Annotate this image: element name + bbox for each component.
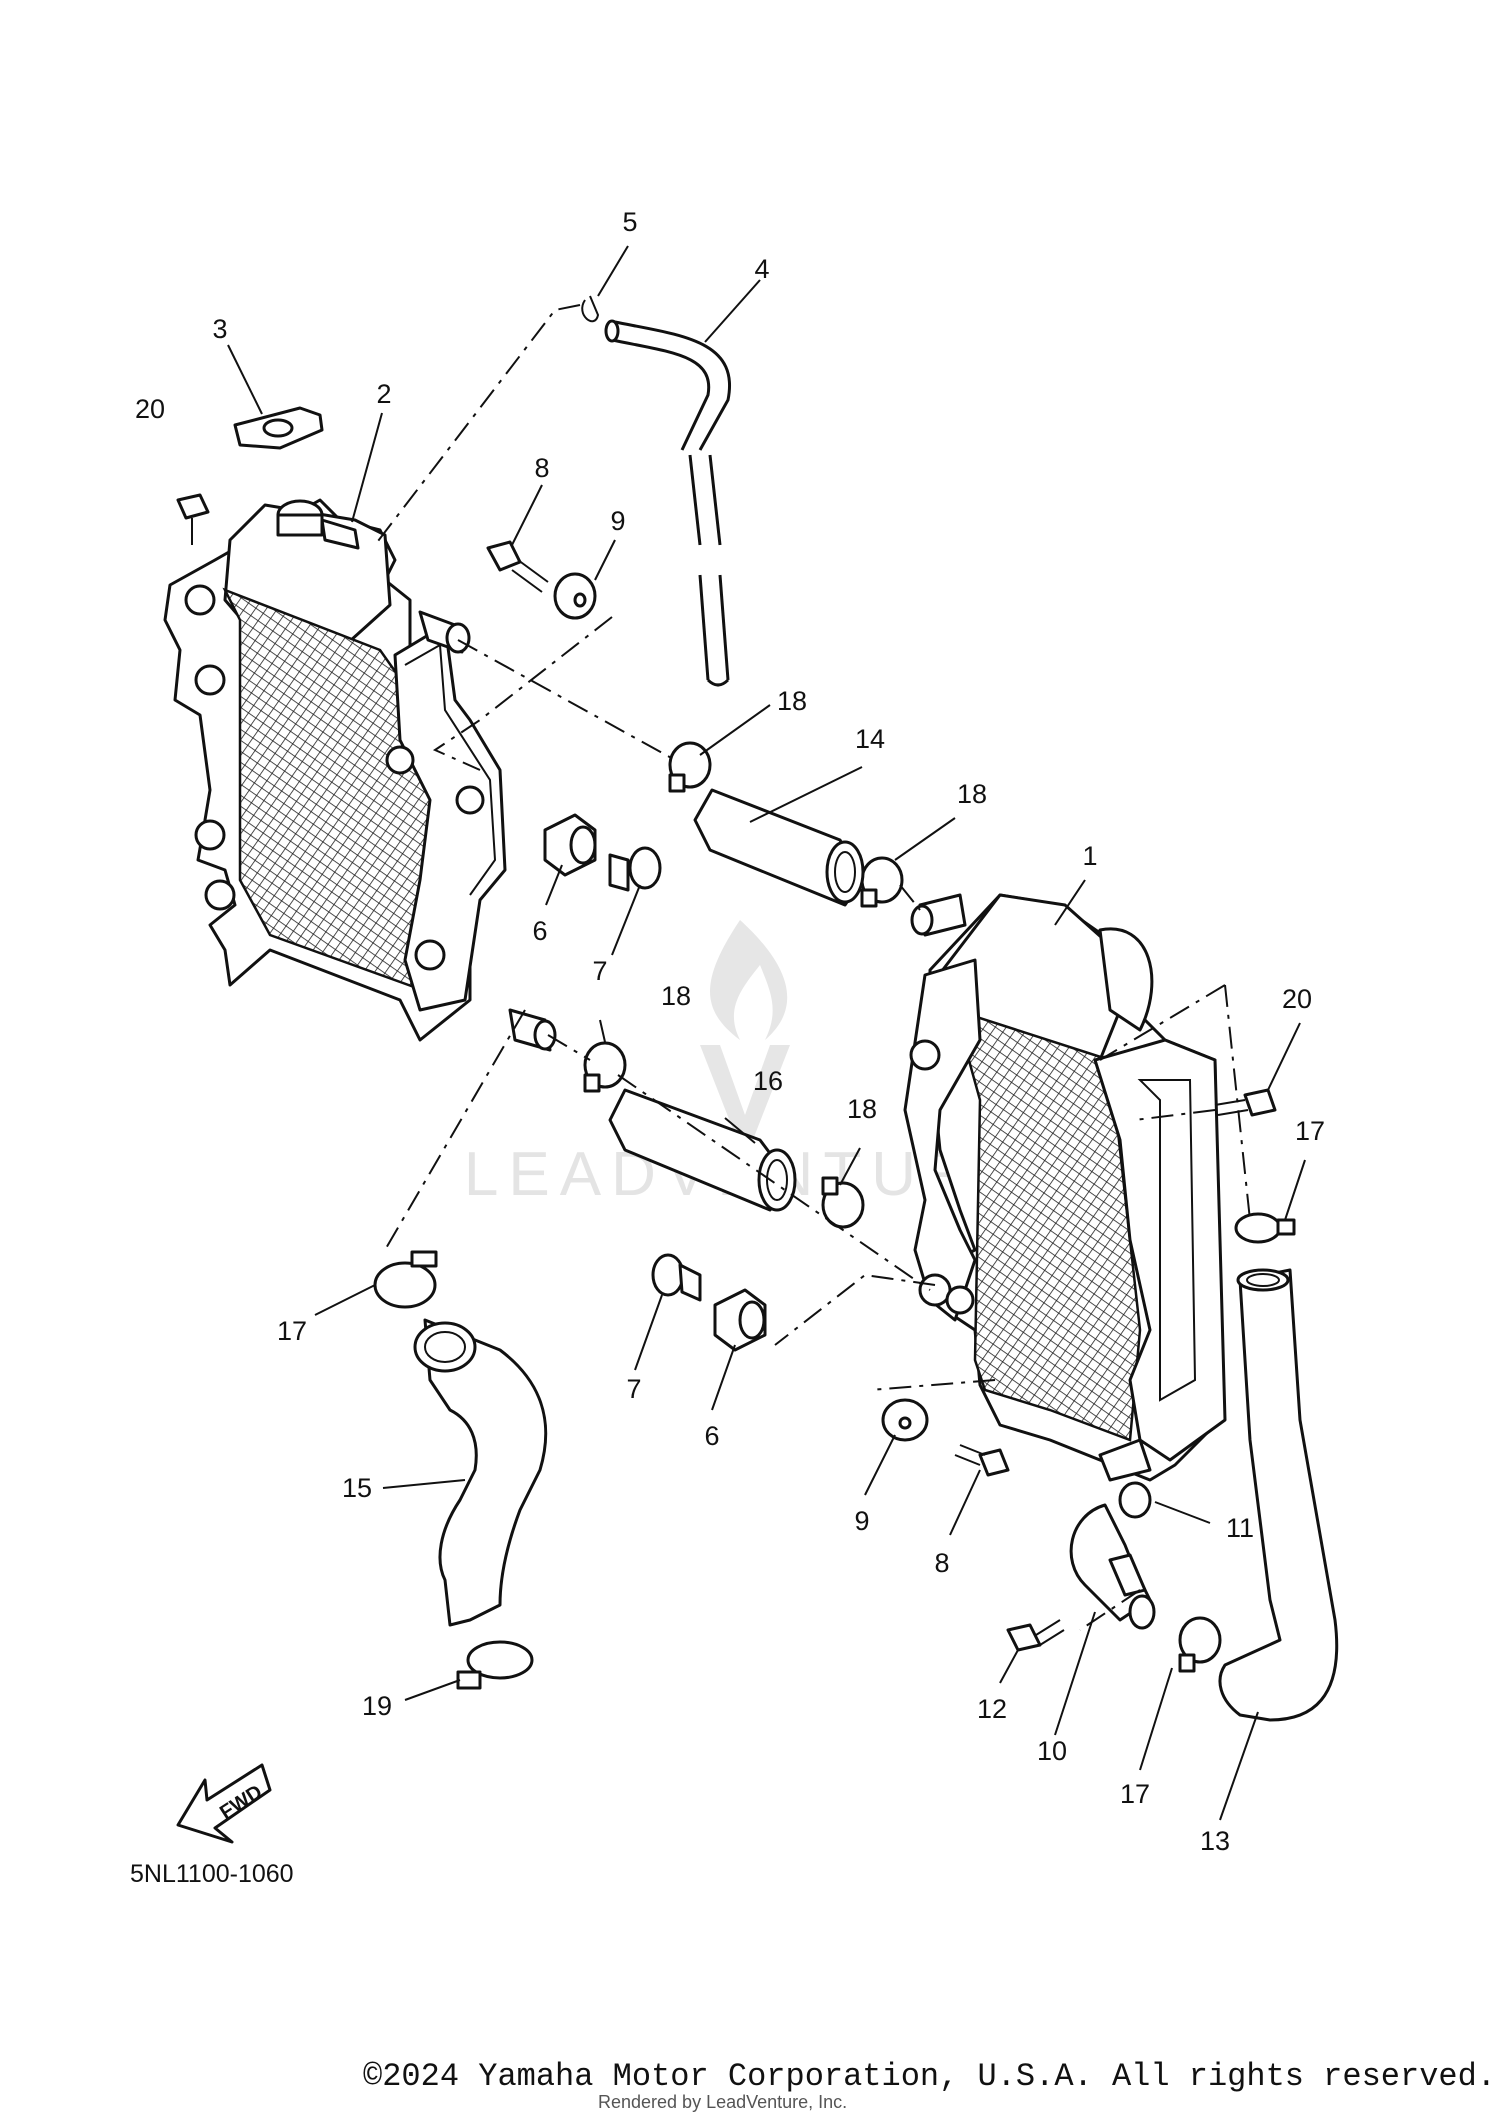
- bolt-8-upper: [486, 540, 549, 593]
- callout-16: 16: [753, 1066, 783, 1096]
- hose-14: [693, 788, 865, 907]
- washer-9-upper: [553, 572, 597, 620]
- clamp-18-c: [583, 1041, 627, 1093]
- clamp-19: [456, 1640, 534, 1690]
- hose-13: [1218, 1268, 1339, 1722]
- rendered-by-notice: Rendered by LeadVenture, Inc.: [598, 2092, 848, 2112]
- callout-7-upper: 7: [592, 956, 607, 986]
- water-pipe-10: [1069, 1503, 1156, 1630]
- o-ring-11: [1118, 1481, 1152, 1519]
- clamp-18-a: [668, 741, 712, 793]
- bolt-20-left: [176, 493, 210, 545]
- callout-3: 3: [212, 314, 227, 344]
- left-radiator: [163, 498, 557, 1052]
- connection-lines: [374, 304, 1251, 1631]
- copyright-notice: ©2024 Yamaha Motor Corporation, U.S.A. A…: [363, 2058, 1496, 2095]
- washer-9-lower: [881, 1398, 929, 1442]
- radiator-cap: [233, 406, 324, 450]
- callout-1: 1: [1082, 841, 1097, 871]
- callout-14: 14: [855, 724, 885, 754]
- callout-17-upper-right: 17: [1295, 1116, 1325, 1146]
- clamp-18-d: [821, 1176, 865, 1229]
- collar-7-left: [608, 846, 662, 892]
- callout-18-a: 18: [777, 686, 807, 716]
- clamp-17-left: [373, 1250, 438, 1309]
- bolt-20-right: [1214, 1088, 1277, 1117]
- callout-18-c: 18: [661, 981, 691, 1011]
- hose-16: [608, 1088, 797, 1212]
- overflow-hose: [604, 319, 731, 687]
- clamp-17-upper-right: [1234, 1212, 1296, 1244]
- callout-7-lower: 7: [626, 1374, 641, 1404]
- clip-5: [581, 295, 600, 323]
- fwd-arrow-icon: FWD: [176, 1763, 272, 1844]
- callout-17-lower-right: 17: [1120, 1779, 1150, 1809]
- callout-9-lower: 9: [854, 1506, 869, 1536]
- callout-17-left: 17: [277, 1316, 307, 1346]
- right-radiator: [903, 893, 1227, 1482]
- callout-12: 12: [977, 1694, 1007, 1724]
- callout-8-upper: 8: [534, 453, 549, 483]
- callout-20-left: 20: [135, 394, 165, 424]
- callout-6-upper: 6: [532, 916, 547, 946]
- bolt-8-lower: [954, 1444, 1010, 1477]
- callout-2: 2: [376, 379, 391, 409]
- callout-6-lower: 6: [704, 1421, 719, 1451]
- collar-7-lower: [651, 1253, 702, 1302]
- callout-19: 19: [362, 1691, 392, 1721]
- callout-4: 4: [754, 254, 769, 284]
- clamp-17-lower-right: [1178, 1616, 1222, 1673]
- clamp-18-b: [860, 856, 904, 908]
- callouts: 1 2 3 4 5 20 8 9 18 14 18 6 7 18 16 18 2…: [135, 207, 1325, 1856]
- grommet-6-lower: [713, 1288, 767, 1352]
- grommet-6-left: [543, 813, 597, 877]
- callout-11: 11: [1226, 1513, 1254, 1543]
- flame-v-logo-icon: [700, 920, 790, 1160]
- callout-10: 10: [1037, 1736, 1067, 1766]
- callout-15: 15: [342, 1473, 372, 1503]
- callout-9-upper: 9: [610, 506, 625, 536]
- leader-lines: [227, 245, 1306, 1821]
- callout-18-d: 18: [847, 1094, 877, 1124]
- diagram-code: 5NL1100-1060: [130, 1860, 294, 1888]
- callout-20-right: 20: [1282, 984, 1312, 1014]
- hose-15: [413, 1318, 548, 1627]
- callout-13: 13: [1200, 1826, 1230, 1856]
- callout-5: 5: [622, 207, 637, 237]
- callout-8-lower: 8: [934, 1548, 949, 1578]
- bolt-12: [1006, 1619, 1065, 1652]
- callout-18-b: 18: [957, 779, 987, 809]
